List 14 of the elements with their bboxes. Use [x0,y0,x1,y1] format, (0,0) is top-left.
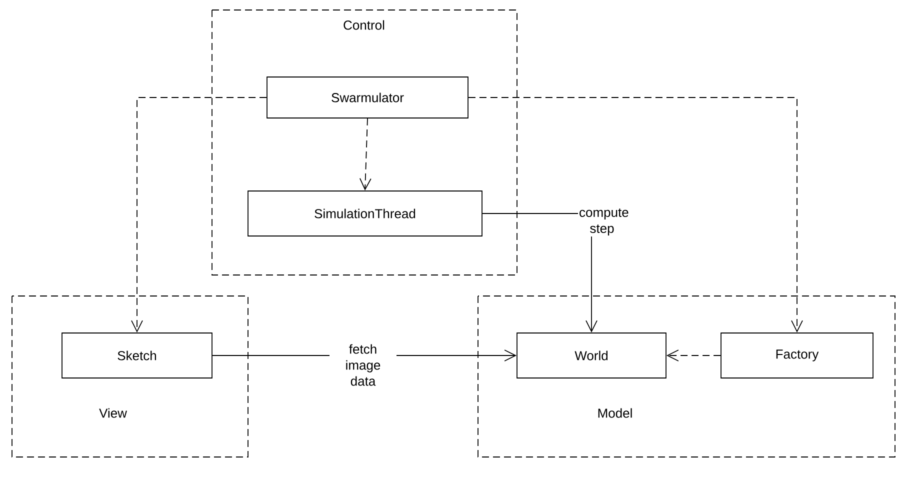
group-label: Model [598,408,632,418]
class-box: Factory [720,332,874,378]
arrow [666,350,721,362]
arrow [131,97,267,333]
edge-label: fetch image data [330,343,396,387]
arrow [468,97,803,333]
edge-label: compute step [578,207,628,237]
arrow [359,118,372,191]
class-box: Sketch [62,332,212,378]
group-label: Control [344,20,384,30]
group-label: View [99,408,127,418]
class-box: SimulationThread [248,190,482,236]
class-box: Swarmulator [266,76,468,118]
class-box: World [516,332,666,378]
